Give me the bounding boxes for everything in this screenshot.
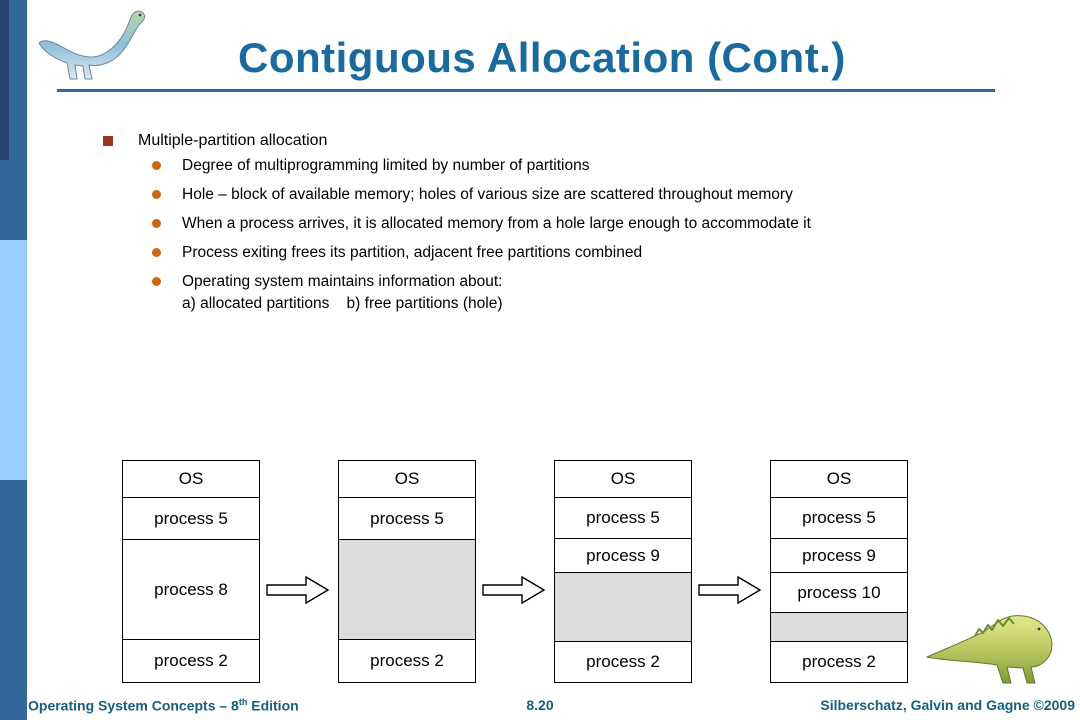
- dot-bullet-icon: [152, 161, 161, 170]
- memory-cell-label: process 8: [154, 579, 228, 599]
- right-arrow-icon: [482, 575, 546, 605]
- bullet-text: When a process arrives, it is allocated …: [182, 215, 811, 232]
- right-arrow-icon: [698, 575, 762, 605]
- footer-book-title: Operating System Concepts – 8th Edition: [28, 697, 299, 714]
- memory-cell: process 2: [339, 640, 475, 682]
- left-rail-dark-edge: [0, 0, 9, 160]
- memory-column: OS process 5 process 9 process 2: [554, 460, 692, 683]
- page-number: 8.20: [526, 697, 554, 713]
- memory-cell: process 5: [555, 498, 691, 539]
- bullet-item-level2: Operating system maintains information a…: [152, 271, 503, 315]
- dinosaur-illustration: [925, 615, 1053, 684]
- memory-column: OS process 5 process 8 process 2: [122, 460, 260, 683]
- memory-cell: OS: [123, 461, 259, 498]
- bullet-text: Hole – block of available memory; holes …: [182, 186, 793, 203]
- memory-cell: process 2: [123, 640, 259, 682]
- footer-book-title-text: Operating System Concepts – 8: [28, 697, 239, 714]
- memory-cell-label: process 5: [586, 508, 660, 527]
- memory-cell: process 5: [123, 498, 259, 540]
- memory-cell: process 2: [555, 642, 691, 682]
- memory-cell-label: process 2: [154, 651, 228, 670]
- memory-column: OS process 5 process 2: [338, 460, 476, 683]
- memory-cell-label: process 2: [586, 652, 660, 671]
- memory-cell: process 5: [339, 498, 475, 540]
- slide-title: Contiguous Allocation (Cont.): [238, 34, 846, 81]
- memory-cell-label: process 5: [154, 508, 228, 528]
- footer-edition-text: Edition: [247, 697, 299, 714]
- memory-hole-cell: [339, 540, 475, 640]
- memory-cell: process 5: [771, 498, 907, 539]
- title-underline-rule: [57, 89, 995, 92]
- memory-cell-label: OS: [826, 469, 852, 488]
- bullet-text: Process exiting frees its partition, adj…: [182, 244, 643, 261]
- memory-cell-label: OS: [610, 469, 636, 488]
- square-bullet-icon: [103, 136, 113, 146]
- bullet-text: Degree of multiprogramming limited by nu…: [182, 157, 590, 174]
- memory-hole-cell: [771, 613, 907, 642]
- memory-cell: OS: [771, 461, 907, 498]
- memory-cell: process 8: [123, 540, 259, 640]
- bullet-text: Multiple-partition allocation: [138, 132, 328, 149]
- memory-cell: process 9: [771, 539, 907, 573]
- footer-edition-superscript: th: [238, 697, 248, 707]
- dot-bullet-icon: [152, 248, 161, 257]
- memory-cell: process 9: [555, 539, 691, 573]
- memory-cell-label: process 2: [802, 652, 876, 671]
- dinosaur-logo-icon: [38, 10, 146, 80]
- memory-cell-label: process 10: [797, 582, 881, 602]
- dot-bullet-icon: [152, 219, 161, 228]
- left-rail-bottom-segment: [0, 480, 27, 720]
- dot-bullet-icon: [152, 277, 161, 286]
- left-rail-light-segment: [0, 240, 27, 480]
- bullet-item-level2: Degree of multiprogramming limited by nu…: [152, 155, 589, 177]
- bullet-text: Operating system maintains information a…: [182, 273, 503, 312]
- memory-cell-label: process 9: [802, 545, 876, 565]
- memory-cell-label: process 9: [586, 545, 660, 565]
- memory-cell: process 10: [771, 573, 907, 613]
- memory-cell-label: OS: [394, 469, 420, 488]
- right-arrow-icon: [266, 575, 330, 605]
- memory-cell-label: process 2: [370, 651, 444, 670]
- memory-column: OS process 5 process 9 process 10 process 2: [770, 460, 908, 683]
- footer-authors: Silberschatz, Galvin and Gagne ©2009: [820, 697, 1075, 713]
- bullet-item-level1: Multiple-partition allocation: [103, 131, 327, 151]
- memory-hole-cell: [555, 573, 691, 642]
- memory-cell-label: process 5: [802, 508, 876, 527]
- bullet-item-level2: When a process arrives, it is allocated …: [152, 213, 811, 235]
- memory-cell: OS: [555, 461, 691, 498]
- memory-cell-label: OS: [178, 469, 204, 488]
- memory-cell: OS: [339, 461, 475, 498]
- bullet-item-level2: Process exiting frees its partition, adj…: [152, 242, 642, 264]
- bullet-item-level2: Hole – block of available memory; holes …: [152, 184, 793, 206]
- dot-bullet-icon: [152, 190, 161, 199]
- memory-cell: process 2: [771, 642, 907, 682]
- memory-cell-label: process 5: [370, 508, 444, 528]
